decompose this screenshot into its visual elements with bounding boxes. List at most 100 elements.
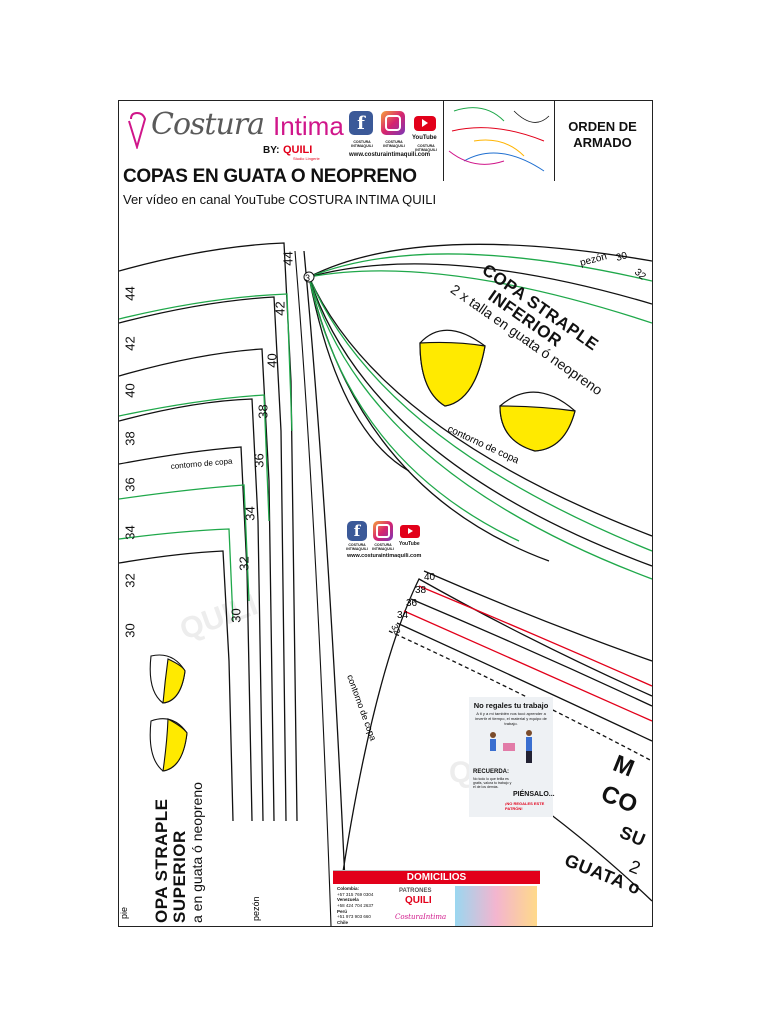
facebook-icon[interactable]: f [349,111,373,135]
bottom-size-34: 34 [397,610,409,621]
social-caption: COSTURA INTIMAQUILI [383,140,405,148]
cup-diagram-icon [419,329,486,407]
cup-diagram-icon [149,654,186,704]
size-label: 44 [280,251,296,266]
size-label: 38 [255,404,271,419]
social-caption: COSTURA INTIMAQUILI [372,543,394,551]
left-outline-38 [119,398,264,822]
youtube-label: YouTube [399,541,420,547]
left-green-44 [119,293,293,432]
size-label: 32 [236,556,252,571]
bottom-size-38: 38 [415,585,427,596]
size-label: 42 [272,301,288,316]
pezon-size: 30 [615,250,629,264]
assembly-diagram [443,101,555,181]
bottom-marker: 32 [389,623,402,636]
cup-diagram-icon [448,107,550,172]
brand-quili: QUILI [283,144,313,156]
superior-pezon: pezón [251,896,261,921]
cup-diagram-icon [149,718,188,772]
page-subtitle: Ver vídeo en canal YouTube COSTURA INTIM… [123,192,437,207]
size-label: 38 [122,431,138,446]
bottom-size-40: 40 [424,572,436,583]
right-size: 32 [632,267,648,283]
instagram-icon[interactable] [373,521,393,541]
size-label: 30 [122,623,138,638]
poster-body: A ti y a mí también nos tocó aprender a … [475,711,547,726]
inferior-marker: 3 [305,273,310,283]
instagram-icon[interactable] [381,111,405,135]
ad-contact-line: Colombia: [337,886,359,891]
left-edge-inner [294,250,332,926]
cup-diagram-icon [499,391,576,452]
poster-tagline: ¡NO REGALES ESTE PATRÓN! [505,801,545,811]
social-links-center: f YouTube COSTURA INTIMAQUILI COSTURA IN… [346,521,427,566]
ad-contact-line: +58 424 704 2637 [337,902,374,908]
logo-intima: Intima [273,111,344,141]
copa-superior-title: OPA STRAPLE [152,798,171,923]
domicilios-ad: DOMICILIOS Colombia: +57 315 769 0304 Ve… [333,870,540,926]
ad-magazines-image [455,886,537,926]
order-label: ORDEN DE ARMADO [568,119,637,151]
bottom-contorno-label: contorno de copa [345,673,378,742]
size-label: 32 [122,573,138,588]
poster-title: No regales tu trabajo [473,701,549,710]
edge-fragment: pie [119,907,129,919]
social-links: f YouTube COSTURA INTIMAQUILI COSTURA IN… [349,111,441,163]
ad-brand: QUILI [405,895,432,906]
pattern-sheet: QUILI QUILI [118,100,653,927]
social-caption: COSTURA INTIMAQUILI [346,543,368,551]
size-label: 44 [122,286,138,301]
brand-logo: Costura Intima BY: QUILI Studio Lingerie [123,107,344,161]
left-green-40 [119,394,270,522]
youtube-icon[interactable] [399,521,421,541]
ad-header: DOMICILIOS [333,871,540,884]
website-url[interactable]: www.costuraintimaquili.com [347,553,422,559]
pattern-lines: 3 40 38 36 34 32 contorno de copa contor… [119,242,652,926]
size-label: 34 [242,506,258,521]
website-url[interactable]: www.costuraintimaquili.com [349,152,431,158]
pezon-label: pezón [579,251,608,269]
left-edge-outer [303,250,348,926]
left-outline-42 [119,296,287,822]
ad-contact-line: +57 315 769 0304 [337,891,374,897]
people-illustration-icon [490,730,532,763]
ad-contact-line: Perú [337,908,348,914]
contorno-label-left: contorno de copa [170,457,233,471]
logo-script: Costura [151,107,265,142]
size-label: 36 [251,453,267,468]
copa-superior-label: OPA STRAPLE SUPERIOR a en guata ó neopre… [152,782,205,923]
bottom-size-36: 36 [406,598,418,609]
size-label: 34 [122,525,138,540]
social-caption: COSTURA INTIMAQUILI [415,144,437,152]
size-label: 30 [228,608,244,623]
ad-contact-line: Venezuela [337,897,359,903]
ad-logo: CosturaIntima [395,913,447,921]
left-outline-36 [119,446,253,822]
no-regales-poster: No regales tu trabajo A ti y a mí tambié… [469,697,555,817]
poster-recuerda: RECUERDA: [473,769,509,775]
facebook-icon[interactable]: f [347,521,367,541]
social-caption: COSTURA INTIMAQUILI [351,140,373,148]
ad-patrones: PATRONES [399,888,432,894]
ad-contact-line: Chile [337,919,349,925]
youtube-icon[interactable] [413,111,437,135]
brand-tagline: Studio Lingerie [293,156,320,161]
copa-superior-subtitle: a en guata ó neopreno [188,782,205,923]
hanger-logo-icon [128,112,147,149]
left-outline-44 [119,242,298,822]
left-outline-32 [119,550,234,822]
poster-piensalo: PIÉNSALO... [513,791,555,798]
left-outline-40 [119,348,275,822]
ad-contact-line: +51 973 903 660 [337,914,371,920]
youtube-label: YouTube [412,135,437,141]
size-label: 42 [122,336,138,351]
size-label: 36 [122,477,138,492]
left-green-32 [119,528,234,622]
size-label: 40 [122,383,138,398]
left-green-36 [119,484,250,602]
by-label: BY: [263,145,280,156]
size-label: 40 [264,353,280,368]
ad-contacts: Colombia: +57 315 769 0304 Venezuela +58… [337,886,373,925]
poster-recuerda-text: No todo lo que brilla es gratis, valora … [473,777,512,790]
